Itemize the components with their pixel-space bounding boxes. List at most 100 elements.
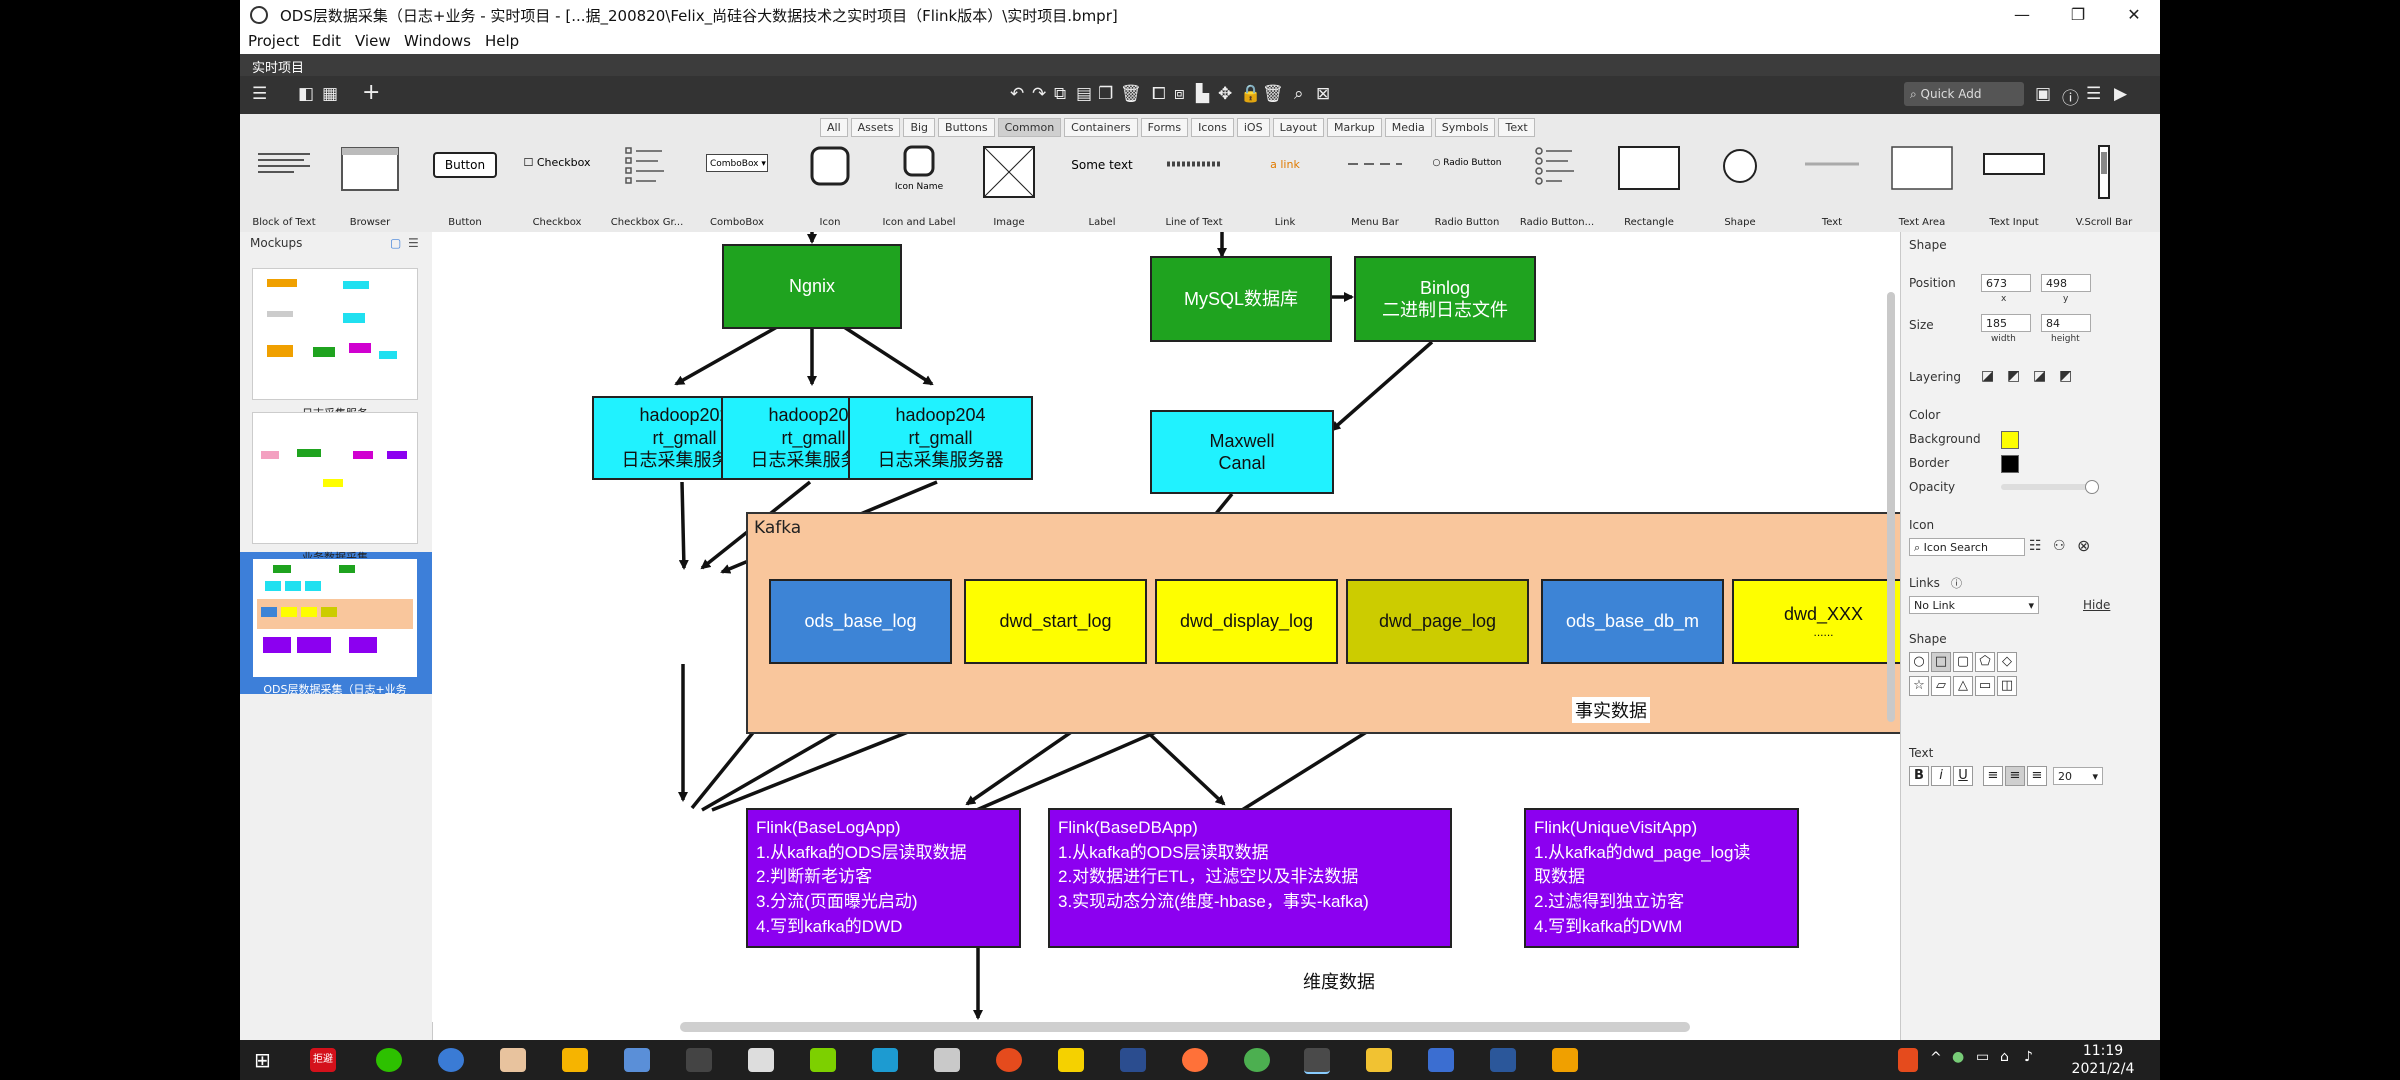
align-center-icon[interactable]: ≡ [2005,766,2025,786]
clear-icon[interactable]: ⊗ [2077,536,2091,555]
app-icon[interactable] [1058,1048,1084,1072]
active-app-icon[interactable] [1304,1048,1330,1074]
category-buttons[interactable]: Buttons [938,118,995,137]
redo-icon[interactable]: ↷ [1032,84,1047,104]
category-common[interactable]: Common [997,118,1062,137]
align-right-icon[interactable]: ≡ [2027,766,2047,786]
border-swatch[interactable] [2001,455,2019,473]
icon-search-input[interactable]: ⌕ Icon Search [1909,538,2025,556]
network-icon[interactable]: ⌂ [2000,1049,2009,1065]
notes-icon[interactable]: ☰ [2086,84,2102,104]
topic-dwd-display-log[interactable]: dwd_display_log [1155,579,1338,664]
system-clock[interactable]: 11:19 2021/2/4 [2058,1042,2148,1078]
app-icon[interactable] [624,1048,650,1072]
shape-circle-icon[interactable]: ○ [1909,652,1929,672]
panel-toggle-icon[interactable]: ◧ [298,84,315,104]
lib-text-area[interactable]: Text Area [1880,144,1964,230]
wechat-icon[interactable] [376,1048,402,1072]
topic-ods-base-db-m[interactable]: ods_base_db_m [1541,579,1724,664]
ngnix-node[interactable]: Ngnix [722,244,902,329]
add-icon[interactable]: + [362,80,381,105]
ungroup-icon[interactable]: ⧈ [1174,84,1185,104]
firefox-icon[interactable] [1182,1048,1208,1072]
delete-icon[interactable]: 🗑 [1120,84,1142,104]
volume-icon[interactable]: ♪ [2024,1049,2033,1065]
quick-add-input[interactable]: ⌕ Quick Add [1904,82,2024,106]
menu-icon[interactable]: ☰ [408,236,419,250]
tray-chevron-icon[interactable]: ^ [1930,1050,1942,1066]
category-ios[interactable]: iOS [1236,118,1270,137]
word-icon[interactable] [1490,1048,1516,1072]
chrome-icon[interactable] [1244,1048,1270,1072]
lib-shape[interactable]: Shape [1698,144,1782,230]
mockup-thumb-2[interactable]: 业务数据采集 [252,412,418,564]
lib-checkbox[interactable]: ☐ Checkbox Checkbox [515,144,599,230]
flink-uniquevisitapp-node[interactable]: Flink(UniqueVisitApp)1.从kafka的dwd_page_l… [1524,808,1799,948]
menu-project[interactable]: Project [248,32,300,50]
app-icon[interactable] [810,1048,836,1072]
category-layout[interactable]: Layout [1272,118,1324,137]
category-text[interactable]: Text [1498,118,1535,137]
intellij-icon[interactable] [1120,1048,1146,1072]
lib-text-input[interactable]: Text Input [1972,144,2056,230]
view-icon[interactable]: ▣ [2035,84,2052,104]
category-media[interactable]: Media [1384,118,1432,137]
category-all[interactable]: All [820,118,848,137]
app-icon[interactable] [686,1048,712,1072]
menu-view[interactable]: View [355,32,391,50]
lib-menu-bar[interactable]: Menu Bar [1333,144,1417,230]
width-input[interactable]: 185 [1981,314,2031,332]
paste-icon[interactable]: ▤ [1076,84,1093,104]
lib-label-component[interactable]: Some text Label [1060,144,1144,230]
position-y-input[interactable]: 498 [2041,274,2091,292]
shape-parallelogram-icon[interactable]: ▱ [1931,676,1951,696]
mockup-thumb-3[interactable]: ODS层数据采集（日志+业务 [252,558,418,696]
app-icon[interactable] [872,1048,898,1072]
shape-star-icon[interactable]: ☆ [1909,676,1929,696]
horizontal-scrollbar[interactable] [680,1022,1690,1032]
tray-app-icon[interactable] [1898,1048,1918,1072]
windows-start-icon[interactable]: ⊞ [254,1048,271,1072]
duplicate-icon[interactable]: ❐ [1098,84,1114,104]
category-markup[interactable]: Markup [1326,118,1382,137]
font-size-select[interactable]: 20▾ [2053,767,2103,785]
info-icon[interactable]: ⓘ [2062,89,2079,109]
align-icon[interactable]: ▙ [1196,84,1210,104]
topic-ods-base-log[interactable]: ods_base_log [769,579,952,664]
help-icon[interactable]: ⓘ [1951,577,1962,590]
lib-image[interactable]: Image [967,144,1051,230]
topic-dwd-start-log[interactable]: dwd_start_log [964,579,1147,664]
restore-button[interactable]: ❐ [2070,5,2086,24]
category-symbols[interactable]: Symbols [1434,118,1496,137]
app-icon[interactable] [1552,1048,1578,1072]
menu-help[interactable]: Help [485,32,520,50]
app-icon[interactable] [934,1048,960,1072]
bring-forward-icon[interactable]: ◩ [2007,368,2021,384]
bold-button[interactable]: B [1909,766,1929,786]
icon-picker-icon[interactable]: ⚇ [2053,538,2066,554]
app-icon[interactable] [996,1048,1022,1072]
lib-text[interactable]: Text [1790,144,1874,230]
app-icon[interactable] [748,1048,774,1072]
avatar-app-icon[interactable] [500,1048,526,1072]
shape-bubble-icon[interactable]: ◫ [1997,676,2017,696]
topic-dwd-page-log[interactable]: dwd_page_log [1346,579,1529,664]
send-back-icon[interactable]: ◩ [2059,368,2073,384]
lib-browser[interactable]: Browser [328,144,412,230]
app-icon[interactable] [562,1048,588,1072]
icon-list-icon[interactable]: ☷ [2029,538,2042,554]
grid-icon[interactable]: ▦ [322,84,339,104]
italic-button[interactable]: i [1931,766,1951,786]
move-icon[interactable]: ✥ [1218,84,1233,104]
shape-pentagon-icon[interactable]: ⬠ [1975,652,1995,672]
category-icons[interactable]: Icons [1191,118,1234,137]
close-button[interactable]: ✕ [2127,5,2141,24]
app-icon[interactable] [1428,1048,1454,1072]
underline-button[interactable]: U [1953,766,1973,786]
category-assets[interactable]: Assets [850,118,901,137]
